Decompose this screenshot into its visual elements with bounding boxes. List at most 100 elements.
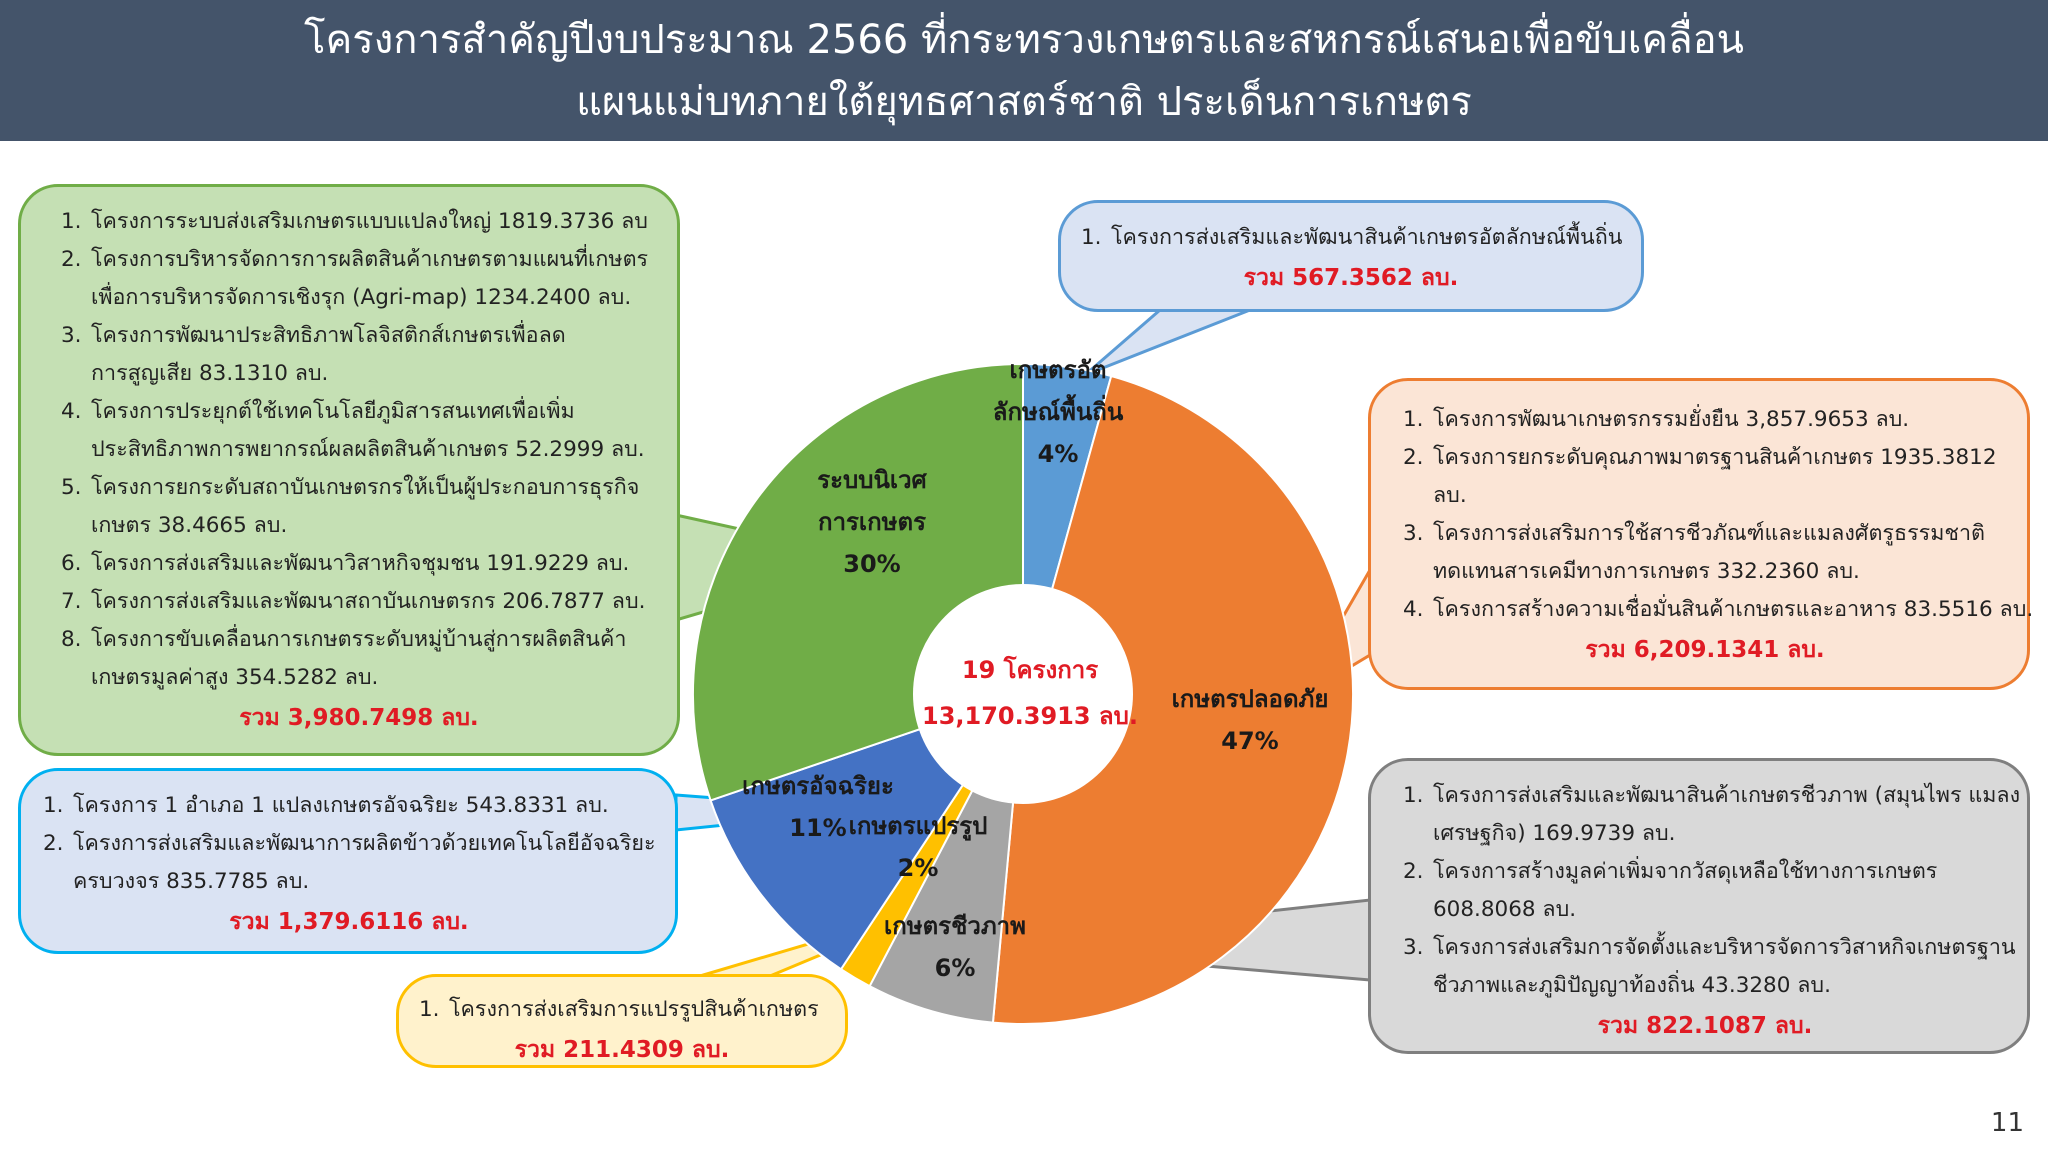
pie-slice-label: ลักษณ์พื้นถิ่น <box>993 393 1124 426</box>
pie-slice-label: เกษตรแปรรูป <box>849 812 988 841</box>
list-item-text: โครงการส่งเสริมและพัฒนาวิสาหกิจชุมชน 191… <box>91 551 630 576</box>
list-item-number: 3. <box>1403 935 1424 960</box>
list-item-text: โครงการส่งเสริมการแปรรูปสินค้าเกษตร <box>449 997 819 1022</box>
list-item-number: 8. <box>61 627 82 652</box>
list-item-number: 2. <box>61 247 82 272</box>
list-item-number: 6. <box>61 551 82 576</box>
center-circle <box>913 584 1133 804</box>
callout-local-list: 1. โครงการส่งเสริมและพัฒนาสินค้าเกษตรอัตล… <box>1081 219 1623 257</box>
pie-slice-label: เกษตรปลอดภัย <box>1172 685 1329 713</box>
callout-smart-list: 1. โครงการ 1 อำเภอ 1 แปลงเกษตรอัจฉริยะ 54… <box>43 787 656 901</box>
list-item-text: โครงการขับเคลื่อนการเกษตรระดับหมู่บ้านสู… <box>91 627 627 652</box>
callout-bio-total: รวม 822.1087 ลบ. <box>1597 1013 1813 1039</box>
callout-local-total: รวม 567.3562 ลบ. <box>1243 265 1459 291</box>
list-item: 5.โครงการยกระดับสถาบันเกษตรกรให้เป็นผู้ป… <box>61 469 657 545</box>
list-item-text: โครงการ 1 อำเภอ 1 แปลงเกษตรอัจฉริยะ 543.… <box>73 793 609 818</box>
callout-processing: 1. โครงการส่งเสริมการแปรรูปสินค้าเกษตร รว… <box>396 974 848 1068</box>
center-total-label: 13,170.3913 ลบ. <box>922 702 1138 730</box>
list-item-text: โครงการส่งเสริมและพัฒนาสินค้าเกษตรอัตลัก… <box>1111 225 1623 250</box>
list-item-number: 2. <box>1403 445 1424 470</box>
list-item: 6. โครงการส่งเสริมและพัฒนาวิสาหกิจชุมชน 1… <box>61 545 657 583</box>
pie-slice-percent-label: 6% <box>935 954 976 982</box>
pie-slice-label: เกษตรอัต <box>1009 356 1106 384</box>
pie-slice-percent-label: 2% <box>898 854 939 882</box>
list-item-text: ทดแทนสารเคมีทางการเกษตร 332.2360 ลบ. <box>1433 559 1860 584</box>
list-item-number: 3. <box>61 323 82 348</box>
callout-smart: 1. โครงการ 1 อำเภอ 1 แปลงเกษตรอัจฉริยะ 54… <box>18 768 678 954</box>
list-item-number: 1. <box>419 997 440 1022</box>
page-title-line-1: โครงการสำคัญปีงบประมาณ 2566 ที่กระทรวงเก… <box>303 17 1745 63</box>
list-item: 1. โครงการส่งเสริมและพัฒนาสินค้าเกษตรชีวภ… <box>1403 777 2021 853</box>
list-item-text: โครงการสร้างมูลค่าเพิ่มจากวัสดุเหลือใช้ท… <box>1433 859 1938 884</box>
list-item: 3. โครงการส่งเสริมการจัดตั้งและบริหารจัดก… <box>1403 929 2016 1005</box>
callout-processing-total: รวม 211.4309 ลบ. <box>514 1037 730 1063</box>
pie-slice-percent-label: 11% <box>789 814 846 842</box>
list-item-text: โครงการส่งเสริมการใช้สารชีวภัณฑ์และแมลงศ… <box>1433 521 1985 546</box>
list-item-text: โครงการสร้างความเชื่อมั่นสินค้าเกษตรและอ… <box>1433 597 2034 622</box>
pie-slice-percent-label: 30% <box>843 550 900 578</box>
list-item: 2. โครงการบริหารจัดการการผลิตสินค้าเกษตรต… <box>61 241 657 317</box>
page-number: 11 <box>1990 1108 2024 1138</box>
list-item-text: ลบ. <box>1433 483 1467 508</box>
center-count-label: 19 โครงการ <box>962 655 1098 684</box>
pie-slice-labels: เกษตรอัตลักษณ์พื้นถิ่น4%เกษตรปลอดภัย47%เ… <box>742 356 1328 982</box>
header-banner: โครงการสำคัญปีงบประมาณ 2566 ที่กระทรวงเก… <box>0 0 2048 141</box>
list-item-text: ประสิทธิภาพการพยากรณ์ผลผลิตสินค้าเกษตร 5… <box>91 437 645 462</box>
callout-local: 1. โครงการส่งเสริมและพัฒนาสินค้าเกษตรอัตล… <box>1058 200 1644 312</box>
list-item-number: 3. <box>1403 521 1424 546</box>
list-item-number: 1. <box>1081 225 1102 250</box>
list-item-text: โครงการบริหารจัดการการผลิตสินค้าเกษตรตาม… <box>91 247 649 272</box>
pointer-local <box>1084 308 1251 377</box>
pie-slice <box>991 374 1354 1026</box>
list-item-text: ครบวงจร 835.7785 ลบ. <box>73 869 310 894</box>
list-item-text: โครงการยกระดับสถาบันเกษตรกรให้เป็นผู้ประ… <box>91 475 640 500</box>
list-item-text: เกษตรมูลค่าสูง 354.5282 ลบ. <box>91 665 379 690</box>
list-item: 2.โครงการส่งเสริมและพัฒนาการผลิตข้าวด้วย… <box>43 825 656 901</box>
list-item: 2. โครงการสร้างมูลค่าเพิ่มจากวัสดุเหลือใช… <box>1403 853 2007 929</box>
list-item-text: การสูญเสีย 83.1310 ลบ. <box>91 361 329 386</box>
list-item: 3.โครงการพัฒนาประสิทธิภาพโลจิสติกส์เกษตร… <box>61 317 657 393</box>
list-item-text: โครงการประยุกต์ใช้เทคโนโลยีภูมิสารสนเทศเ… <box>91 399 575 424</box>
pie-slice-label: เกษตรอัจฉริยะ <box>742 772 894 800</box>
list-item-text: ชีวภาพและภูมิปัญญาท้องถิ่น 43.3280 ลบ. <box>1433 973 1831 998</box>
list-item: 3. โครงการส่งเสริมการใช้สารชีวภัณฑ์และแมล… <box>1403 515 2007 591</box>
list-item: 1.โครงการพัฒนาเกษตรกรรมยั่งยืน 3,857.965… <box>1403 401 2007 439</box>
list-item-number: 2. <box>1403 859 1424 884</box>
pie-slice-percent-label: 47% <box>1221 727 1278 755</box>
list-item-text: โครงการส่งเสริมและพัฒนาสถาบันเกษตรกร 206… <box>91 589 646 614</box>
list-item-number: 2. <box>43 831 64 856</box>
list-item-number: 4. <box>1403 597 1424 622</box>
list-item-text: เพื่อการบริหารจัดการเชิงรุก (Agri-map) 1… <box>91 285 632 310</box>
callout-safe-list: 1.โครงการพัฒนาเกษตรกรรมยั่งยืน 3,857.965… <box>1403 401 2034 629</box>
list-item: 1. โครงการ 1 อำเภอ 1 แปลงเกษตรอัจฉริยะ 54… <box>43 787 655 825</box>
callout-ecosystem-total: รวม 3,980.7498 ลบ. <box>239 705 479 731</box>
list-item: 7. โครงการส่งเสริมและพัฒนาสถาบันเกษตรกร 2… <box>61 583 657 621</box>
list-item-text: เศรษฐกิจ) 169.9739 ลบ. <box>1433 821 1676 846</box>
pie-slice-label: เกษตรชีวภาพ <box>884 912 1026 940</box>
list-item-text: โครงการส่งเสริมและพัฒนาสินค้าเกษตรชีวภาพ… <box>1433 783 2021 808</box>
list-item-number: 1. <box>1403 783 1424 808</box>
list-item-text: โครงการยกระดับคุณภาพมาตรฐานสินค้าเกษตร 1… <box>1433 445 1997 470</box>
list-item: 8. โครงการขับเคลื่อนการเกษตรระดับหมู่บ้าน… <box>61 621 657 697</box>
list-item: 4. โครงการสร้างความเชื่อมั่นสินค้าเกษตรแล… <box>1403 591 2034 629</box>
pie-slice-label: การเกษตร <box>818 508 926 536</box>
list-item-number: 4. <box>61 399 82 424</box>
callout-safe-total: รวม 6,209.1341 ลบ. <box>1585 637 1825 663</box>
callout-processing-list: 1. โครงการส่งเสริมการแปรรูปสินค้าเกษตร <box>419 991 825 1029</box>
list-item: 1. โครงการส่งเสริมและพัฒนาสินค้าเกษตรอัตล… <box>1081 219 1623 257</box>
list-item-text: โครงการระบบส่งเสริมเกษตรแบบแปลงใหญ่ 1819… <box>91 209 648 234</box>
callout-ecosystem-list: 1.โครงการระบบส่งเสริมเกษตรแบบแปลงใหญ่ 18… <box>61 203 657 697</box>
callout-bio-list: 1. โครงการส่งเสริมและพัฒนาสินค้าเกษตรชีวภ… <box>1403 777 2021 1005</box>
list-item-number: 1. <box>43 793 64 818</box>
list-item-text: 608.8068 ลบ. <box>1433 897 1577 922</box>
list-item-number: 1. <box>1403 407 1424 432</box>
list-item: 2. โครงการยกระดับคุณภาพมาตรฐานสินค้าเกษตร… <box>1403 439 2007 515</box>
page-title-line-2: แผนแม่บทภายใต้ยุทธศาสตร์ชาติ ประเด็นการเ… <box>576 79 1472 125</box>
list-item: 4. โครงการประยุกต์ใช้เทคโนโลยีภูมิสารสนเท… <box>61 393 657 469</box>
callout-smart-total: รวม 1,379.6116 ลบ. <box>229 909 469 935</box>
callout-safe: 1.โครงการพัฒนาเกษตรกรรมยั่งยืน 3,857.965… <box>1368 378 2034 690</box>
list-item-number: 7. <box>61 589 82 614</box>
list-item-text: โครงการส่งเสริมการจัดตั้งและบริหารจัดการ… <box>1433 935 2016 960</box>
list-item: 1.โครงการระบบส่งเสริมเกษตรแบบแปลงใหญ่ 18… <box>61 203 657 241</box>
